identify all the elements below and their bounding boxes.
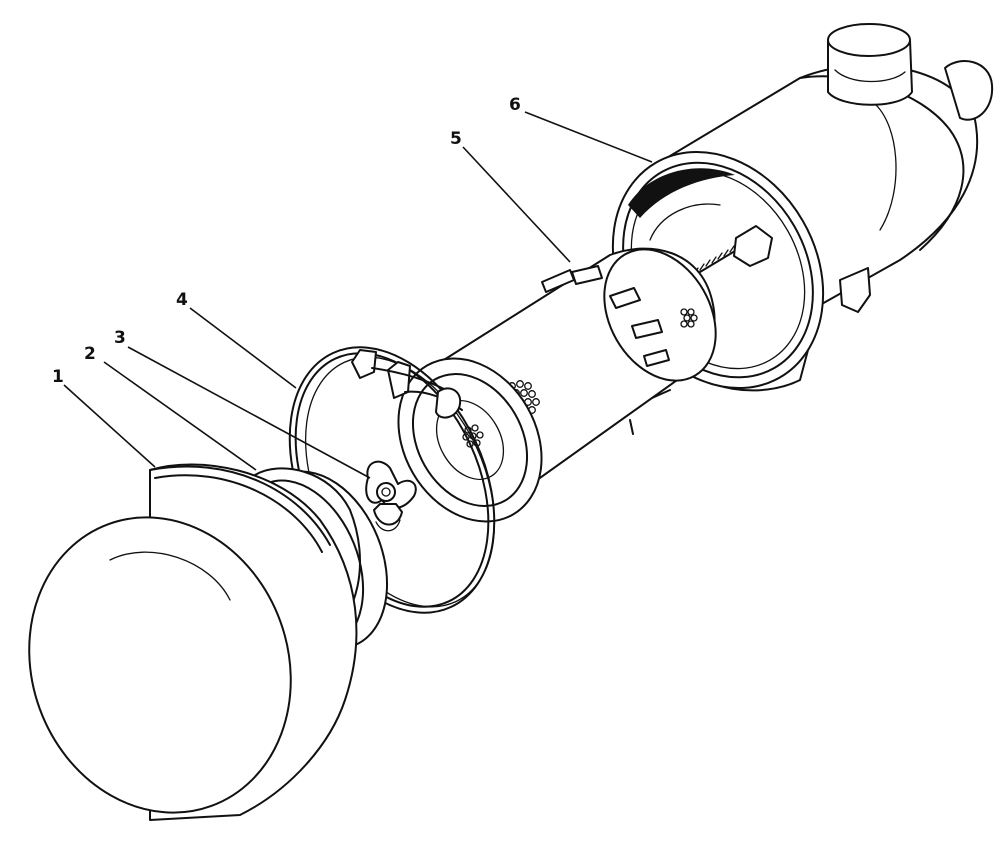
leader-3	[127, 346, 371, 479]
callout-6: 6	[509, 95, 521, 115]
callout-5: 5	[450, 129, 462, 149]
leader-2	[103, 361, 257, 471]
leader-5	[462, 146, 571, 263]
callout-labels: 1 2 3 4 5 6	[52, 95, 521, 387]
part-1-dust-cap	[28, 463, 358, 821]
part-3-wing-nut	[365, 460, 417, 532]
callout-4: 4	[176, 290, 188, 310]
leader-1	[63, 384, 156, 468]
part-5-filter-element	[397, 247, 717, 523]
callout-2: 2	[84, 344, 96, 364]
callout-1: 1	[52, 367, 64, 387]
callout-3: 3	[114, 328, 126, 348]
leader-lines	[63, 111, 653, 479]
leader-4	[189, 307, 297, 389]
leader-6	[524, 111, 653, 163]
